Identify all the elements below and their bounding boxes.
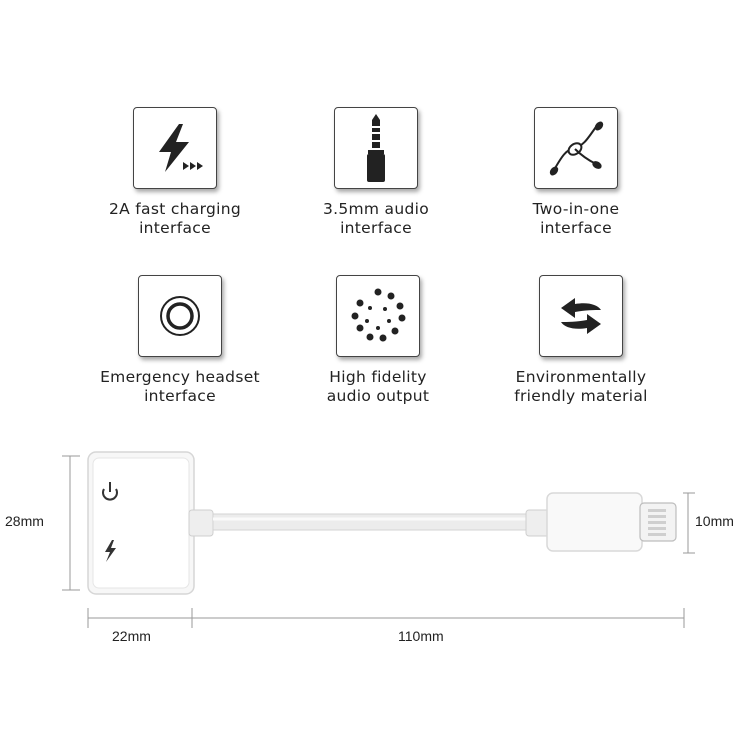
lightning-plug bbox=[546, 492, 677, 552]
feature-label-line2: audio output bbox=[326, 387, 430, 405]
feature-label-line1: Two-in-one bbox=[532, 200, 620, 218]
feature-label-line1: Emergency headset bbox=[100, 368, 260, 386]
feature-label-line1: 3.5mm audio bbox=[322, 200, 430, 218]
feature-label-line2: interface bbox=[340, 219, 412, 237]
feature-label-line2: interface bbox=[540, 219, 612, 237]
feature-label-line2: friendly material bbox=[514, 387, 648, 405]
feature-audio-interface: 3.5mm audio interface bbox=[276, 107, 476, 238]
dimension-height-left bbox=[62, 455, 80, 591]
feature-two-in-one: Two-in-one interface bbox=[476, 107, 676, 238]
feature-label-line1: High fidelity bbox=[329, 368, 427, 386]
headset-port-icon bbox=[102, 482, 118, 501]
feature-fast-charging: 2A fast charging interface bbox=[75, 107, 275, 238]
charging-port-icon bbox=[105, 540, 116, 562]
feature-label-line2: interface bbox=[139, 219, 211, 237]
adapter-body bbox=[87, 451, 195, 595]
dimension-label-110mm: 110mm bbox=[398, 628, 444, 644]
feature-label-line1: 2A fast charging bbox=[109, 200, 241, 218]
feature-label-line2: interface bbox=[144, 387, 216, 405]
hifi-dots-circle-icon bbox=[336, 275, 420, 357]
feature-environmental: Environmentally friendly material bbox=[481, 275, 681, 406]
cable bbox=[188, 509, 551, 537]
feature-label-line1: Environmentally bbox=[515, 368, 647, 386]
dimension-height-right bbox=[683, 492, 695, 554]
audio-jack-plug-icon bbox=[334, 107, 418, 189]
feature-high-fidelity: High fidelity audio output bbox=[278, 275, 478, 406]
dimension-label-10mm: 10mm bbox=[695, 513, 734, 529]
dimension-width-lines bbox=[87, 608, 685, 628]
feature-emergency-headset: Emergency headset interface bbox=[80, 275, 280, 406]
lightning-fast-charge-icon bbox=[133, 107, 217, 189]
headset-port-ring-icon bbox=[138, 275, 222, 357]
two-in-one-earphones-icon bbox=[534, 107, 618, 189]
dimension-label-28mm: 28mm bbox=[5, 513, 44, 529]
dimension-label-22mm: 22mm bbox=[112, 628, 151, 644]
recycle-arrows-icon bbox=[539, 275, 623, 357]
